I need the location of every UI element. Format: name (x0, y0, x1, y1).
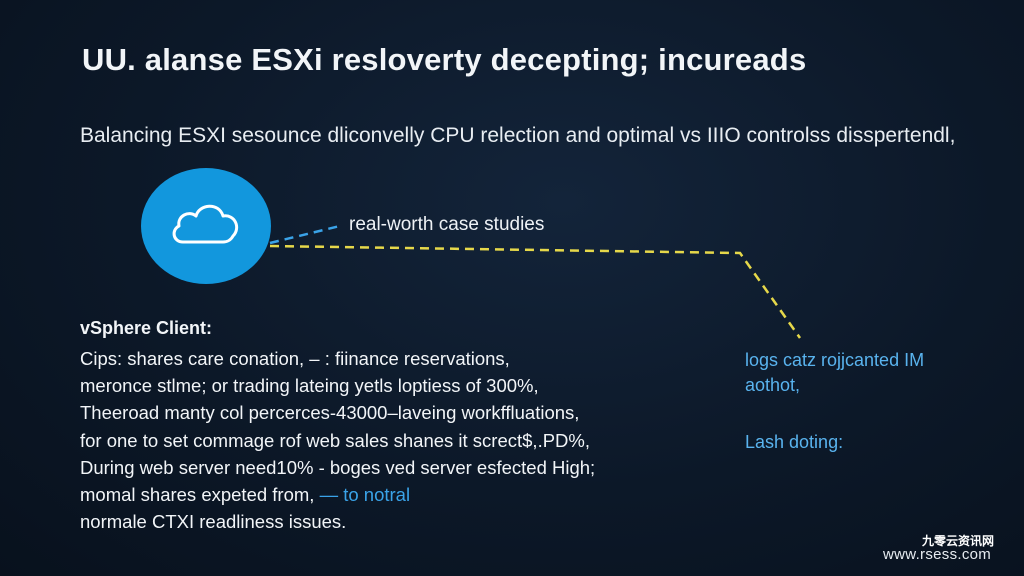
side-notes: logs catz rojjcanted IM aothot, Lash dot… (745, 348, 924, 455)
notes-line-accent: — to notral (319, 484, 411, 506)
side-note-line: Lash doting: (745, 432, 844, 452)
notes-line: normale CTXI readliness issues. (80, 511, 347, 533)
watermark-url: www.rsess.com (883, 546, 992, 563)
notes-line: Theeroad manty col percerces-43000–lavei… (80, 402, 580, 424)
cloud-badge (141, 168, 271, 284)
side-note-line: logs catz rojjcanted IM (745, 350, 925, 370)
notes-line: for one to set commage rof web sales sha… (80, 429, 591, 451)
notes-line: During web server need10% - boges ved se… (80, 456, 596, 478)
notes-heading: vSphere Client: (80, 318, 213, 338)
subtitle: Balancing ESXI sesounce dliconvelly CPU … (80, 124, 956, 147)
notes-line: Cips: shares care conation, – : fiinance… (80, 348, 510, 369)
watermark-cn: 九零云资讯网 (922, 534, 995, 548)
vsphere-client-notes: vSphere Client: Cips: shares care conati… (80, 318, 595, 535)
yellow-dashed-connector (269, 244, 802, 339)
notes-line-text: momal shares expeted from, (80, 484, 315, 506)
case-studies-callout: real-worth case studies (349, 214, 545, 235)
side-note-line: aothot, (745, 375, 801, 395)
page-title: UU. alanse ESXi resloverty decepting; in… (82, 42, 807, 77)
blue-dashed-connector (269, 224, 341, 245)
notes-line: meronce stlme; or trading lateing yetls … (80, 375, 539, 397)
cloud-icon (172, 204, 239, 244)
notes-line: momal shares expeted from, — to notral (80, 481, 595, 508)
